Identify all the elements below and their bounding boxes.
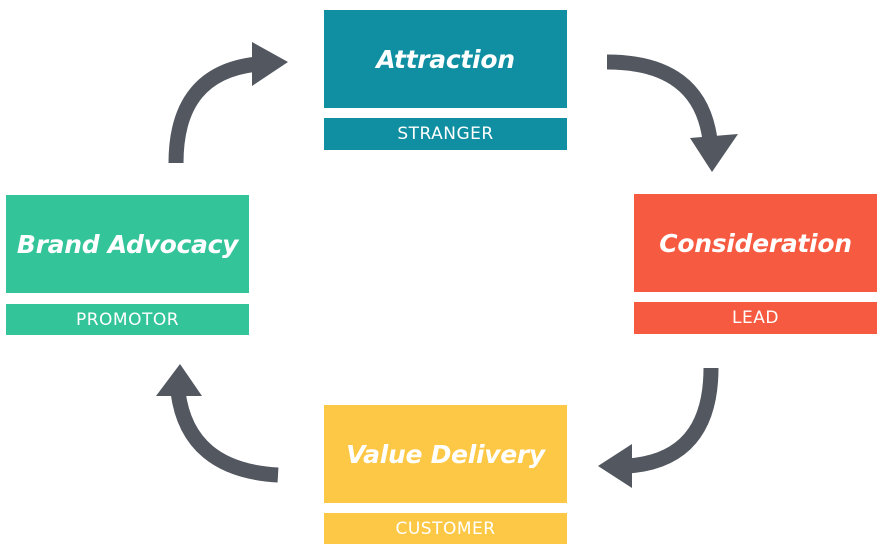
stage-attraction-title: Attraction <box>376 44 515 74</box>
arrow-value-delivery-to-brand-advocacy <box>170 390 279 483</box>
stage-attraction-role: STRANGER <box>397 124 494 144</box>
stage-brand-advocacy-role: PROMOTOR <box>75 309 180 330</box>
arrowhead-value-delivery <box>598 444 632 488</box>
arrow-attraction-to-consideration <box>606 54 718 142</box>
stage-consideration-role: LEAD <box>732 308 779 328</box>
stage-brand-advocacy-role-box: PROMOTOR <box>6 304 249 335</box>
stage-attraction-title-box: Attraction <box>324 10 567 108</box>
stage-value-delivery-role: CUSTOMER <box>395 518 496 539</box>
stage-value-delivery-role-box: CUSTOMER <box>324 513 567 544</box>
arrowhead-brand-advocacy <box>156 364 202 396</box>
arrow-consideration-to-value-delivery <box>627 367 719 474</box>
arrowhead-consideration <box>690 134 738 172</box>
stage-value-delivery-title-box: Value Delivery <box>324 405 567 503</box>
stage-attraction-role-box: STRANGER <box>324 118 567 150</box>
arrowhead-attraction <box>252 42 288 86</box>
stage-brand-advocacy-title-box: Brand Advocacy <box>6 195 249 293</box>
stage-consideration-title-box: Consideration <box>634 194 877 292</box>
stage-value-delivery-title: Value Delivery <box>346 439 545 469</box>
arrow-brand-advocacy-to-attraction <box>168 56 259 164</box>
stage-consideration-role-box: LEAD <box>634 302 877 334</box>
stage-consideration-title: Consideration <box>659 228 852 258</box>
stage-brand-advocacy-title: Brand Advocacy <box>16 229 239 259</box>
